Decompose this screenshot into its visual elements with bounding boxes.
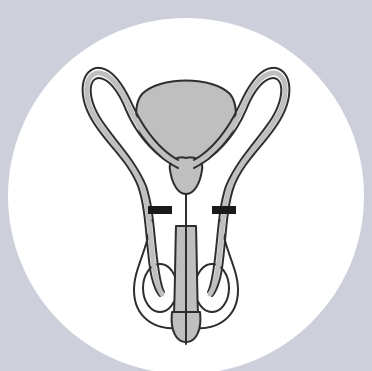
right-clip-bar (212, 206, 236, 214)
left-clip-bar (148, 206, 172, 214)
